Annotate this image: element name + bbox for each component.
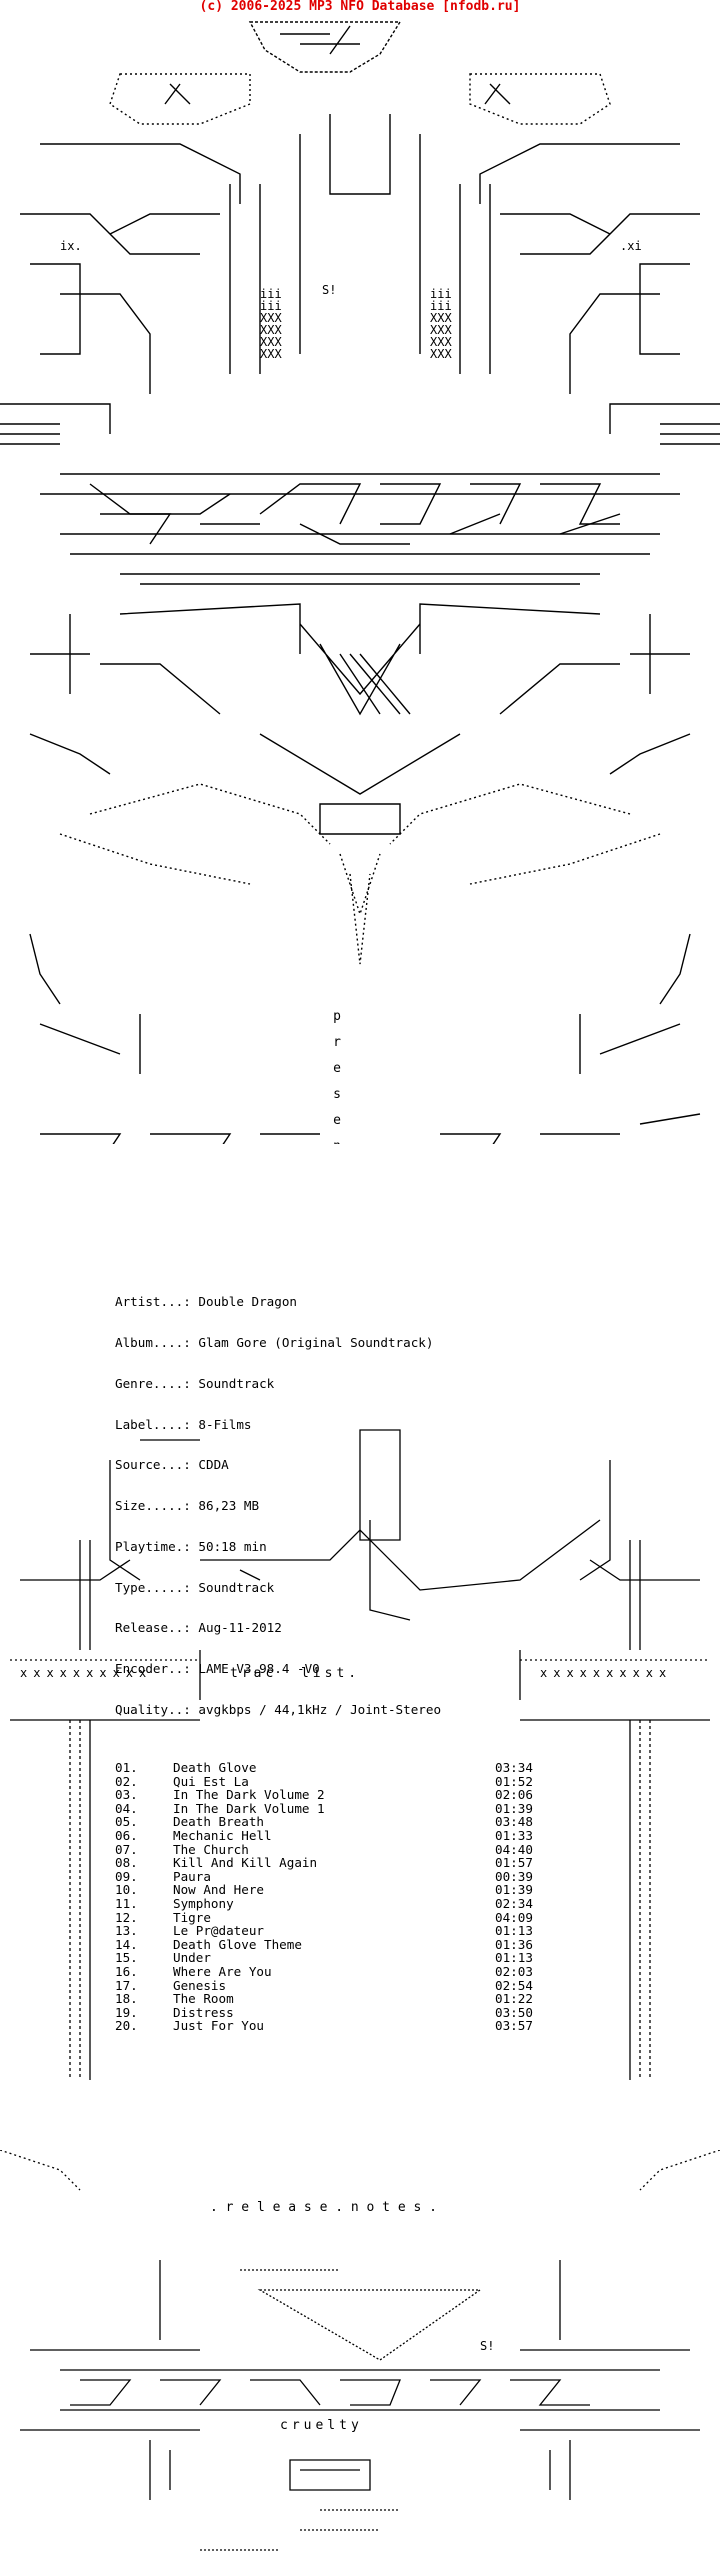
ix-mark: ix. [60,239,82,253]
tracklist-art: xxxxxxxxxx xxxxxxxxxx trac list. [0,1420,720,2080]
notes-s-mark: S! [480,2339,495,2353]
info-row-type: Type.....: Soundtrack [115,1579,275,1595]
s-mark: S! [322,283,337,297]
tracklist-heading: trac list. [230,1666,361,1681]
info-row-label: Label....: 8-Films [115,1416,252,1432]
release-notes-art: . r e l e a s e . n o t e s . S! cruelty [0,2150,720,2556]
info-row-size: Size.....: 86,23 MB [115,1498,260,1514]
x-row-right: xxxxxxxxxx [540,1666,673,1680]
info-row-artist: Artist...: Double Dragon [115,1294,297,1310]
info-row-album: Album....: Glam Gore (Original Soundtrac… [115,1334,434,1350]
copyright-header: (c) 2006-2025 MP3 NFO Database [nfodb.ru… [199,0,521,14]
notes-line-art [0,2150,720,2551]
tracklist-frame [10,1429,710,2080]
info-row-release: Release..: Aug-11-2012 [115,1620,282,1636]
logo-line-art [0,21,720,1144]
presents-vertical: presents [333,1009,341,1144]
release-info: Artist...: Double Dragon Album....: Glam… [115,1268,441,1730]
info-row-genre: Genre....: Soundtrack [115,1375,275,1391]
xi-mark: .xi [620,239,642,253]
info-row-playtime: Playtime.: 50:18 min [115,1538,267,1554]
info-row-source: Source...: CDDA [115,1457,229,1473]
info-row-quality: Quality..: avgkbps / 44,1kHz / Joint-Ste… [115,1702,442,1717]
info-row-encoder: Encoder..: LAME V3.98.4 -V0 [115,1661,320,1677]
x-row-left: xxxxxxxxxx [20,1666,153,1680]
group-name: cruelty [280,2418,363,2433]
release-notes-heading: . r e l e a s e . n o t e s . [210,2200,437,2215]
